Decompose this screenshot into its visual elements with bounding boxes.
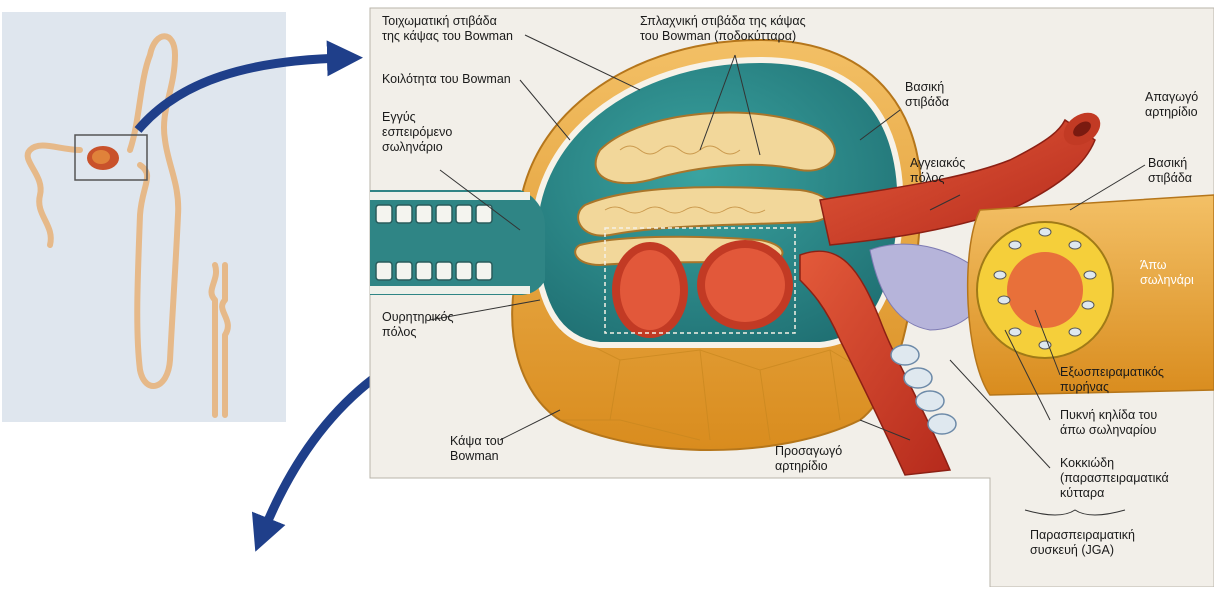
label-bowman-cavity: Κοιλότητα του Bowman [382,72,511,87]
